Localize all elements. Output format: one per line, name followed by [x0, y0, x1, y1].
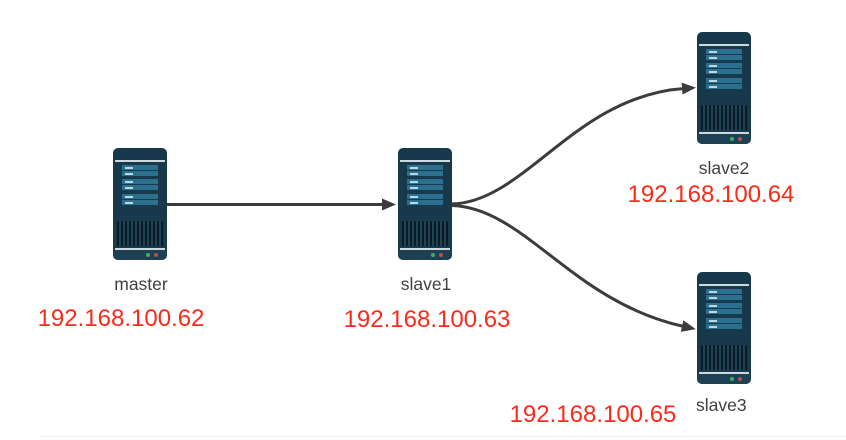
- drive-indicator-dash: [709, 310, 717, 313]
- server-bottom-separator: [115, 248, 165, 250]
- node-ip-master: 192.168.100.62: [37, 305, 205, 332]
- node-ip-slave3: 192.168.100.65: [509, 401, 677, 428]
- edge-slave1-slave2: [451, 82, 696, 206]
- server-drive-bar: [706, 303, 742, 308]
- drive-indicator-dash: [709, 64, 717, 67]
- node-label-slave3: slave3: [696, 395, 747, 415]
- drive-indicator-dash: [410, 195, 418, 198]
- drive-indicator-dash: [709, 70, 717, 73]
- server-drive-bar: [706, 78, 742, 83]
- node-label-slave2: slave2: [698, 158, 750, 178]
- server-vent-grille: [402, 221, 448, 246]
- server-bottom-separator: [400, 248, 450, 250]
- server-drive-bar: [706, 49, 742, 54]
- drive-indicator-dash: [125, 201, 133, 204]
- node-label-slave1: slave1: [400, 274, 452, 294]
- server-drive-bar: [407, 179, 443, 184]
- server-drive-bar: [122, 200, 158, 205]
- drive-indicator-dash: [125, 180, 133, 183]
- server-drive-bar: [407, 194, 443, 199]
- server-drive-bar: [122, 171, 158, 176]
- drive-indicator-dash: [709, 56, 717, 59]
- server-top-separator: [699, 44, 749, 46]
- drive-indicator-dash: [709, 325, 717, 328]
- drive-indicator-dash: [125, 166, 133, 169]
- server-vent-grille: [701, 345, 747, 370]
- server-icon-slave3: [697, 272, 751, 384]
- server-drive-bar: [706, 63, 742, 68]
- server-drive-bar: [122, 179, 158, 184]
- server-drive-bar: [706, 55, 742, 60]
- led-green-icon: [431, 253, 435, 257]
- server-bottom-cap: [398, 250, 452, 260]
- drive-indicator-dash: [709, 319, 717, 322]
- server-drive-bar: [706, 69, 742, 74]
- server-drive-bar: [706, 289, 742, 294]
- server-drive-bar: [407, 171, 443, 176]
- drive-indicator-dash: [125, 186, 133, 189]
- drive-indicator-dash: [125, 172, 133, 175]
- drive-indicator-dash: [410, 172, 418, 175]
- drive-indicator-dash: [410, 201, 418, 204]
- server-top-separator: [400, 160, 450, 162]
- server-top-separator: [115, 160, 165, 162]
- server-icon-slave2: [697, 32, 751, 144]
- server-bottom-cap: [113, 250, 167, 260]
- drive-indicator-dash: [410, 180, 418, 183]
- server-drive-bar: [122, 194, 158, 199]
- drive-indicator-dash: [709, 304, 717, 307]
- led-green-icon: [146, 253, 150, 257]
- server-drive-bar: [407, 185, 443, 190]
- led-red-icon: [738, 377, 742, 381]
- server-vent-grille: [701, 105, 747, 130]
- server-icon-slave1: [398, 148, 452, 260]
- led-red-icon: [154, 253, 158, 257]
- drive-indicator-dash: [709, 85, 717, 88]
- server-bottom-cap: [697, 134, 751, 144]
- server-drive-bar: [407, 200, 443, 205]
- server-drive-bar: [407, 165, 443, 170]
- server-top-separator: [699, 284, 749, 286]
- drive-indicator-dash: [709, 296, 717, 299]
- server-bottom-separator: [699, 372, 749, 374]
- server-bottom-separator: [699, 132, 749, 134]
- drive-indicator-dash: [125, 195, 133, 198]
- drive-indicator-dash: [709, 50, 717, 53]
- server-drive-bar: [706, 309, 742, 314]
- led-green-icon: [730, 137, 734, 141]
- node-ip-slave1: 192.168.100.63: [343, 306, 511, 333]
- server-drive-bar: [706, 318, 742, 323]
- server-vent-grille: [117, 221, 163, 246]
- drive-indicator-dash: [410, 186, 418, 189]
- led-red-icon: [439, 253, 443, 257]
- server-icon-master: [113, 148, 167, 260]
- node-label-master: master: [114, 274, 168, 294]
- drive-indicator-dash: [709, 290, 717, 293]
- server-drive-bar: [706, 84, 742, 89]
- server-drive-bar: [122, 185, 158, 190]
- server-drive-bar: [706, 324, 742, 329]
- bottom-divider: [40, 436, 846, 437]
- server-drive-bar: [122, 165, 158, 170]
- edge-slave1-slave3: [451, 204, 696, 332]
- led-red-icon: [738, 137, 742, 141]
- server-bottom-cap: [697, 374, 751, 384]
- drive-indicator-dash: [410, 166, 418, 169]
- node-ip-slave2: 192.168.100.64: [627, 181, 795, 208]
- drive-indicator-dash: [709, 79, 717, 82]
- led-green-icon: [730, 377, 734, 381]
- server-drive-bar: [706, 295, 742, 300]
